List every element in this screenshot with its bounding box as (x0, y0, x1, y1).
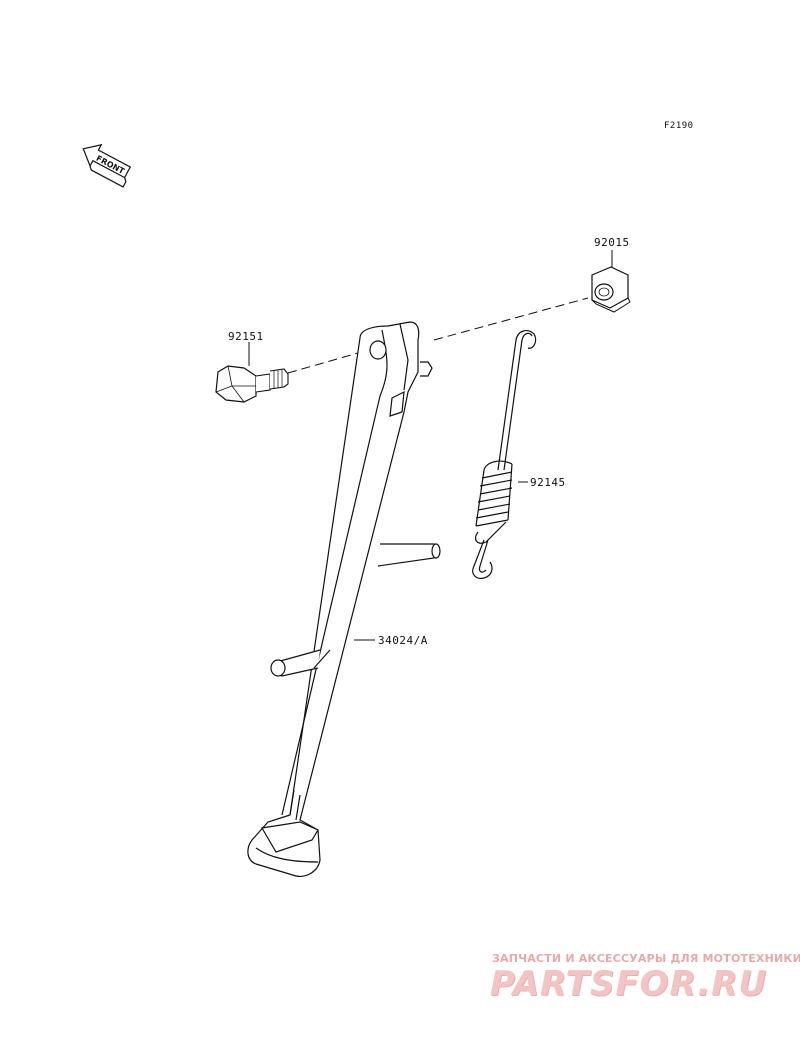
front-arrow-icon: FRONT (82, 143, 132, 188)
part-number-92151: 92151 (228, 330, 264, 343)
watermark-caption: ЗАПЧАСТИ И АКСЕССУАРЫ ДЛЯ МОТОТЕХНИКИ (492, 952, 800, 965)
nut-icon (591, 266, 631, 313)
side-stand-icon (247, 321, 441, 877)
part-number-92015: 92015 (594, 236, 630, 249)
part-number-92145: 92145 (530, 476, 566, 489)
part-number-34024a: 34024/A (378, 634, 428, 647)
spring-icon (472, 330, 537, 579)
leader-nut (433, 297, 589, 341)
bolt-icon (215, 365, 289, 403)
watermark-site: PARTSFOR.RU (490, 964, 768, 1004)
diagram-ref-code: F2190 (664, 121, 694, 131)
